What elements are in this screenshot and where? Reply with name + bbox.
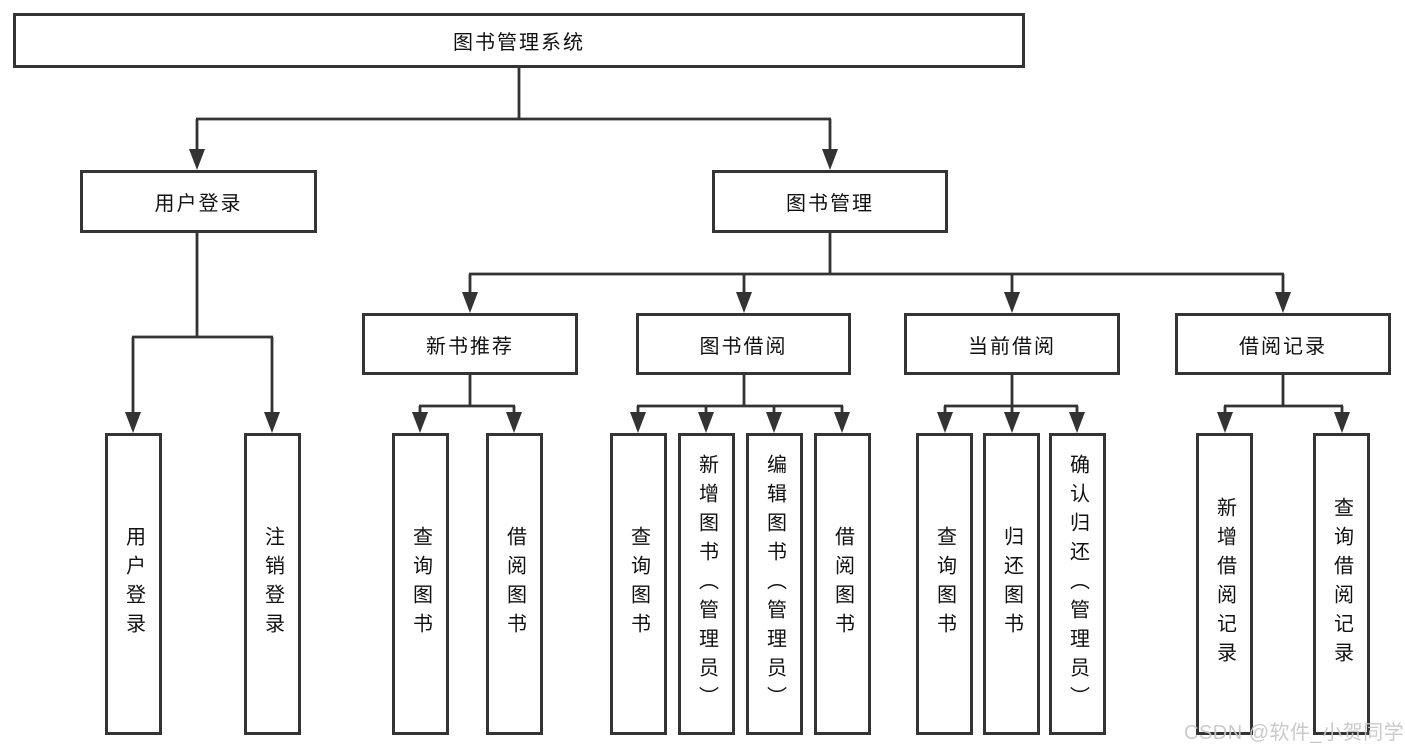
leaf-borrow-edit-books-admin: 编辑图书（管理员） [746, 433, 803, 735]
node-new-book-recommendation: 新书推荐 [362, 313, 578, 375]
leaf-newrec-borrow-books: 借阅图书 [486, 433, 543, 735]
leaf-current-query-books: 查询图书 [916, 433, 973, 735]
node-library-management-system: 图书管理系统 [13, 13, 1025, 68]
connector-shafts [131, 68, 1344, 414]
leaf-current-confirm-return-admin: 确认归还（管理员） [1049, 433, 1106, 735]
node-book-borrowing: 图书借阅 [636, 313, 851, 375]
node-borrowing-records: 借阅记录 [1175, 313, 1391, 375]
leaf-borrow-query-books: 查询图书 [610, 433, 667, 735]
arrowheads [125, 149, 1350, 433]
leaf-current-return-books: 归还图书 [983, 433, 1040, 735]
leaf-borrow-borrow-books: 借阅图书 [814, 433, 871, 735]
leaf-newrec-query-books: 查询图书 [392, 433, 449, 735]
node-user-login: 用户登录 [80, 170, 317, 233]
watermark: CSDN @软件_小贺同学 [1184, 722, 1405, 744]
leaf-borrow-add-books-admin: 新增图书（管理员） [678, 433, 735, 735]
leaf-user-login: 用户登录 [105, 433, 162, 735]
node-book-management: 图书管理 [712, 170, 948, 233]
leaf-record-add-borrow-record: 新增借阅记录 [1196, 433, 1253, 735]
node-current-borrowing: 当前借阅 [904, 313, 1120, 375]
leaf-record-query-borrow-record: 查询借阅记录 [1313, 433, 1370, 735]
leaf-logout-login: 注销登录 [244, 433, 301, 735]
